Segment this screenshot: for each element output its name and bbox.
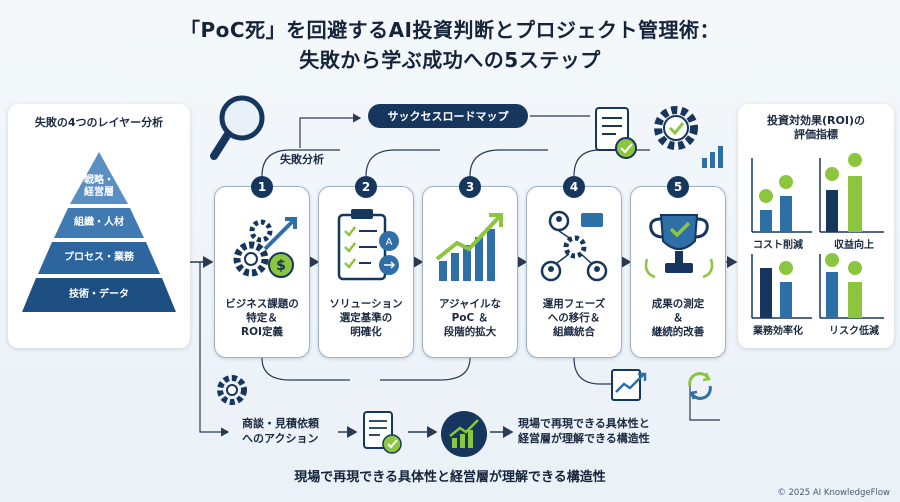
step-card-5: 成果の測定 ＆ 継続的改善 [630,186,726,358]
document-check-icon [595,107,637,159]
step-number-2: 2 [355,176,377,198]
step-label-5: 成果の測定 ＆ 継続的改善 [651,298,705,339]
action-label: 商談・見積依頼 へのアクション [242,417,319,446]
step-label-2: ソリューション 選定基準の 明確化 [329,298,403,339]
team-network-icon [540,210,608,282]
step-number-3: 3 [459,176,481,198]
roi-title-line-1: 投資対効果(ROI)の [767,114,865,127]
step-card-4: 運用フェーズ への移行＆ 組織統合 [526,186,622,358]
roi-metrics-panel: 投資対効果(ROI)の 評価指標 コスト削減 収益向上 業務効率化 リスク低減 [738,104,894,348]
growth-chart-icon [435,213,503,281]
step-card-1: $ ビジネス課題の 特定＆ ROI定義 [214,186,310,358]
layer-technology: 技術・データ [69,288,129,300]
roi-metric-efficiency: 業務効率化 [753,326,803,337]
pyramid-shape [22,152,176,312]
roi-metric-charts [751,153,884,319]
gear-check-icon [654,106,698,150]
step-card-2: A ソリューション 選定基準の 明確化 [318,186,414,358]
failure-analysis-label: 失敗分析 [280,153,324,166]
growth-circle-icon [441,411,487,457]
step-number-4: 4 [563,176,585,198]
bottom-gear-icon [217,375,247,405]
refresh-cycle-icon [688,372,712,400]
copyright-footer: © 2025 AI KnowledgeFlow [777,488,890,498]
roi-metric-risk: リスク低減 [829,326,879,337]
gears-dollar-icon: $ [233,217,297,278]
roi-metric-cost: コスト削減 [753,240,803,251]
layer-organization: 組織・人材 [74,216,124,228]
step-number-5: 5 [667,176,689,198]
svg-text:$: $ [276,258,286,274]
layer-strategy: 戦略・ 経営層 [84,174,114,199]
trophy-icon [644,214,714,279]
mini-bar-chart-icon [702,146,723,168]
report-chart-icon [611,369,647,401]
result-label: 現場で再現できる具体性と 経営層が理解できる構造性 [518,417,650,446]
step-label-3: アジャイルな PoC ＆ 段階的拡大 [438,298,502,339]
roi-title-line-2: 評価指標 [794,128,838,141]
quote-document-icon [363,411,402,454]
roi-metric-revenue: 収益向上 [834,240,874,251]
failure-layers-title: 失敗の4つのレイヤー分析 [34,116,164,129]
title-line-1: 「PoC死」を回避するAI投資判断とプロジェクト管理術： [180,18,720,42]
layer-process: プロセス・業務 [64,251,134,263]
checklist-clipboard-icon: A [337,209,399,281]
step-label-1: ビジネス課題の 特定＆ ROI定義 [225,298,299,339]
failure-layers-panel: 失敗の4つのレイヤー分析 戦略・ 経営層 組織・人材 プロセス・業務 技術・デー… [8,104,190,348]
bottom-banner: 現場で再現できる具体性と経営層が理解できる構造性 [294,470,606,485]
magnifier-icon [210,95,265,160]
title-line-2: 失敗から学ぶ成功への5ステップ [299,48,601,72]
step-number-1: 1 [251,176,273,198]
roadmap-pill: サックセスロードマップ [368,104,528,128]
svg-text:A: A [386,237,393,248]
step-card-3: アジャイルな PoC ＆ 段階的拡大 [422,186,518,358]
step-label-4: 運用フェーズ への移行＆ 組織統合 [542,298,606,339]
